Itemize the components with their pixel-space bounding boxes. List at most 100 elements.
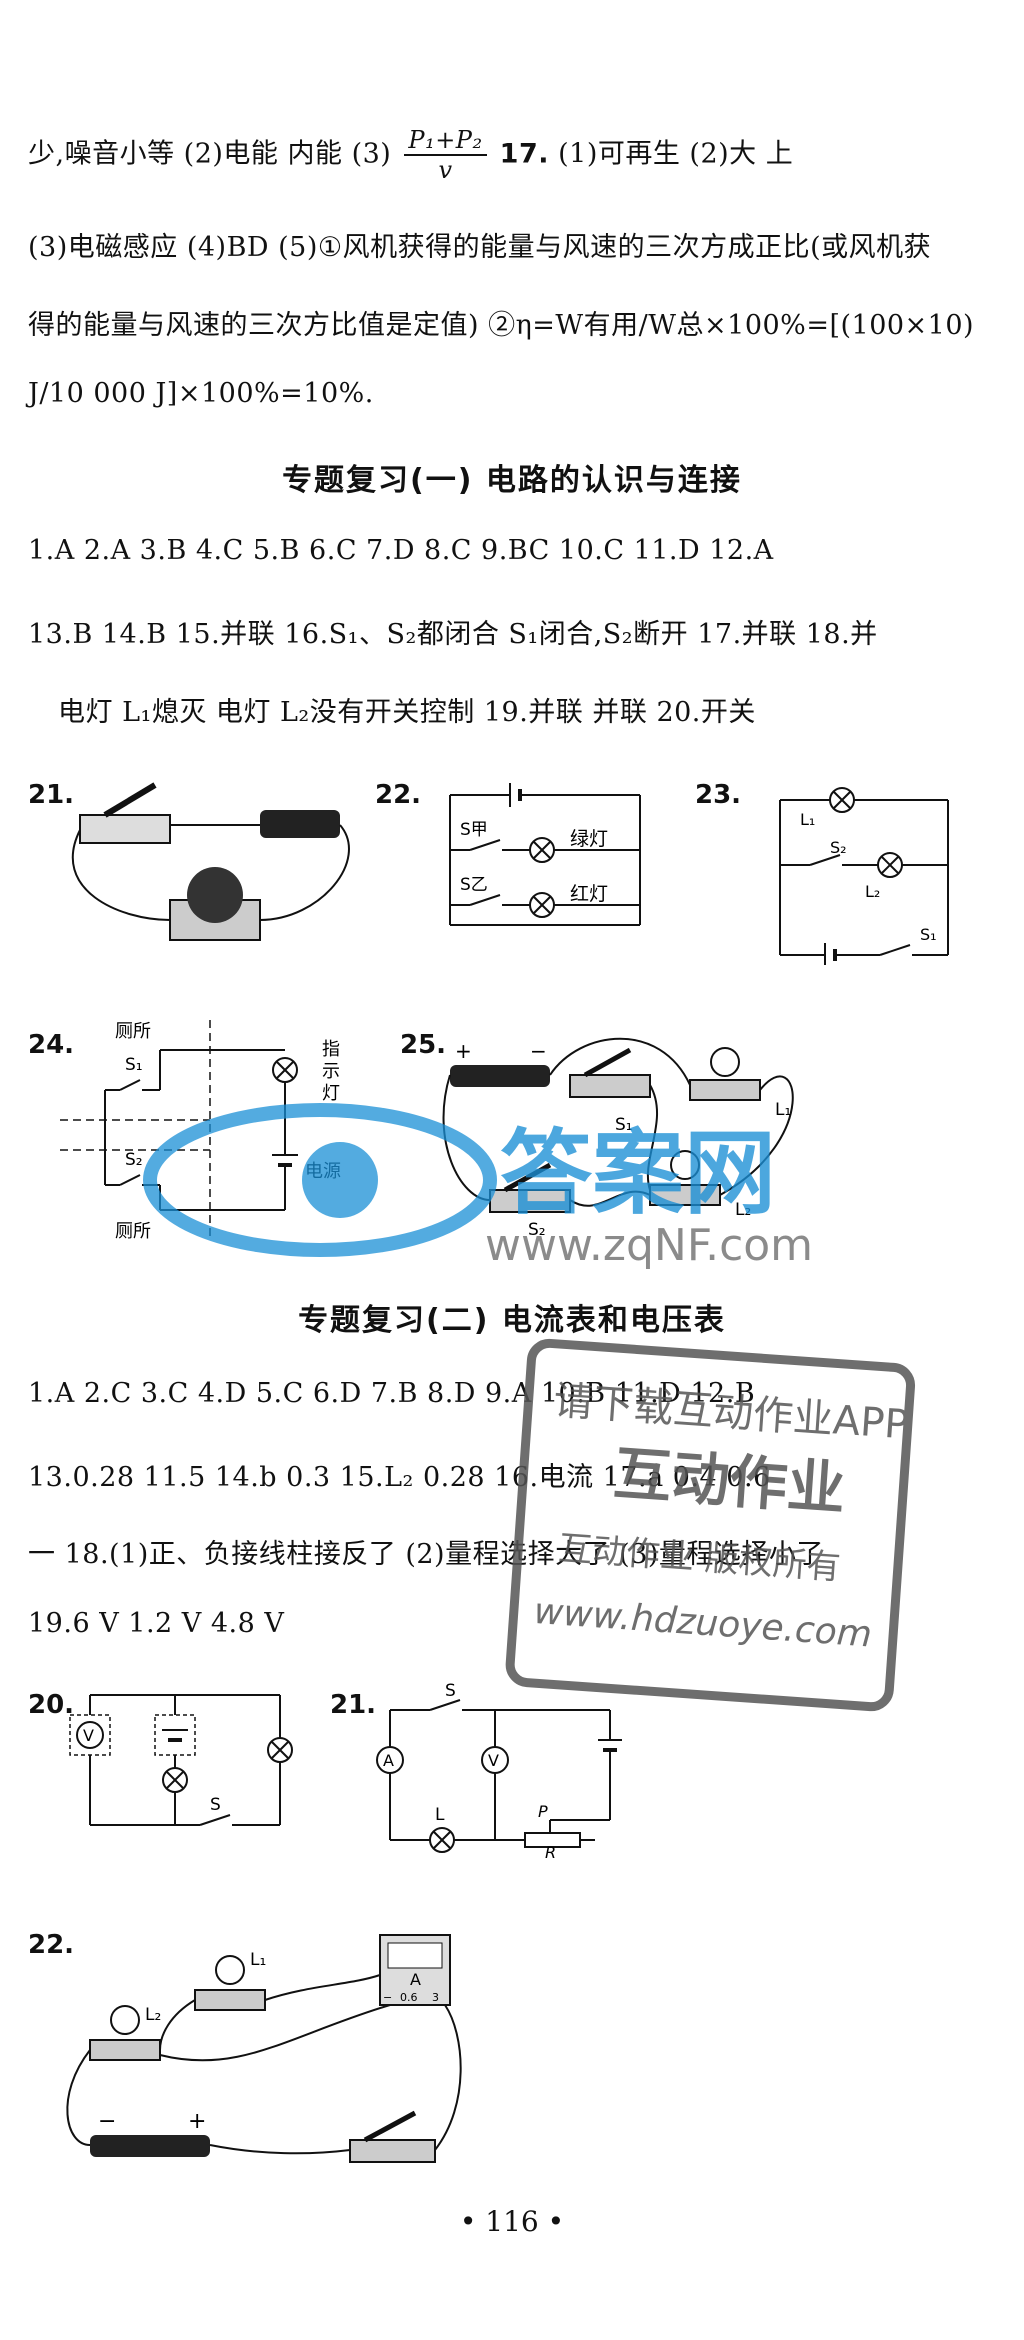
- switch-base: [79, 814, 171, 844]
- switch-s2: [119, 1174, 141, 1186]
- lamp-cross: [881, 856, 899, 874]
- switch-s1: [119, 1079, 141, 1091]
- s1-q25-number: 25.: [400, 1030, 447, 1060]
- lamp-l2-bulb: [110, 2005, 140, 2035]
- answer-line-1: 少,噪音小等 (2)电能 内能 (3) P₁+P₂ v 17. (1)可再生 (…: [28, 126, 793, 184]
- label-voltmeter: V: [488, 1751, 499, 1770]
- wire: [159, 1999, 196, 2051]
- ammeter-dial: [387, 1942, 443, 1969]
- s1-q22-number: 22.: [375, 780, 422, 810]
- label-ammeter-3: 3: [432, 1991, 439, 2004]
- fraction: P₁+P₂ v: [404, 126, 487, 184]
- label-s2: S₂: [125, 1150, 143, 1170]
- answer-line-1a: 少,噪音小等 (2)电能 内能 (3): [28, 138, 392, 170]
- switch-s2: [809, 854, 841, 866]
- label-ammeter-minus: −: [383, 1991, 392, 2004]
- label-s1: S₁: [125, 1055, 143, 1075]
- wire: [719, 1075, 794, 1196]
- answer-line-2: (3)电磁感应 (4)BD (5)①风机获得的能量与风速的三次方成正比(或风机获: [28, 232, 932, 263]
- stamp-line-3: 互动作业 版权所有: [557, 1529, 842, 1589]
- app-stamp-watermark: 请下载互动作业APP 互动作业 互动作业 版权所有 www.hdzuoye.co…: [505, 1338, 916, 1712]
- section-2-title: 专题复习(二) 电流表和电压表: [298, 1303, 726, 1338]
- label-battery-minus: −: [98, 2109, 116, 2134]
- fraction-numerator: P₁+P₂: [404, 126, 487, 156]
- eye-pupil-icon: [302, 1142, 378, 1218]
- section-1-row-1: 1.A 2.A 3.B 4.C 5.B 6.C 7.D 8.C 9.BC 10.…: [28, 535, 774, 566]
- s2-q20-circuit: V S: [69, 1694, 293, 1826]
- watermark-site-name: 答案网: [500, 1120, 776, 1227]
- label-plus: +: [455, 1039, 472, 1063]
- s1-q21-number: 21.: [28, 780, 75, 810]
- switch-s-yi: [469, 894, 501, 906]
- label-s2: S₂: [528, 1220, 546, 1240]
- motor: [187, 867, 243, 923]
- stamp-border: [505, 1338, 916, 1712]
- s2-q21-circuit: A V S L P R: [376, 1681, 622, 1860]
- wire: [159, 2004, 391, 2062]
- label-ammeter: A: [410, 1970, 421, 1989]
- lamp-l2-bulb: [670, 1150, 700, 1180]
- label-p: P: [538, 1802, 548, 1821]
- lamp-l1-base: [194, 1989, 266, 2011]
- switch-s2-lever: [503, 1162, 552, 1193]
- s1-q23-circuit: L₁ S₂ L₂ S₁: [779, 787, 949, 965]
- label-red-lamp: 红灯: [570, 883, 608, 905]
- stamp-line-2: 互动作业: [611, 1439, 847, 1523]
- label-ammeter: A: [383, 1751, 394, 1770]
- label-ammeter-06: 0.6: [400, 1991, 418, 2004]
- switch-base: [349, 2139, 436, 2163]
- s1-q22-circuit: S甲 S乙 绿灯 红灯: [449, 783, 641, 926]
- label-s-jia: S甲: [460, 820, 488, 840]
- label-l1: L₁: [250, 1950, 266, 1970]
- label-l1: L₁: [775, 1100, 791, 1120]
- section-2-row-2: 13.0.28 11.5 14.b 0.3 15.L₂ 0.28 16.电流 1…: [28, 1462, 771, 1493]
- wire: [569, 1190, 651, 1207]
- eye-logo-icon: [143, 1103, 497, 1257]
- wire: [434, 2004, 462, 2151]
- label-l2: L₂: [735, 1200, 751, 1220]
- lamp-cross: [166, 1771, 184, 1789]
- label-s1: S₁: [615, 1115, 633, 1135]
- switch-s1: [879, 944, 911, 956]
- section-2-row-4: 19.6 V 1.2 V 4.8 V: [28, 1608, 285, 1639]
- answer-line-1b: (1)可再生 (2)大 上: [558, 138, 794, 170]
- label-switch: S: [210, 1795, 221, 1815]
- section-2-row-1: 1.A 2.C 3.C 4.D 5.C 6.D 7.B 8.D 9.A 10.B…: [28, 1378, 756, 1409]
- label-l2: L₂: [145, 2005, 161, 2025]
- voltmeter: [481, 1746, 509, 1774]
- battery-pack: [450, 1065, 550, 1087]
- s2-q22-number: 22.: [28, 1930, 75, 1960]
- lamp-cross: [271, 1741, 289, 1759]
- s2-q20-number: 20.: [28, 1690, 75, 1720]
- battery: [260, 810, 340, 838]
- switch-s: [429, 1699, 461, 1711]
- watermark-site-url: www.zqNF.com: [485, 1220, 813, 1270]
- label-l2: L₂: [865, 882, 880, 901]
- label-s-yi: S乙: [460, 875, 488, 895]
- wire: [259, 824, 350, 921]
- section-1-row-2: 13.B 14.B 15.并联 16.S₁、S₂都闭合 S₁闭合,S₂断开 17…: [28, 619, 878, 650]
- voltmeter: [76, 1721, 104, 1749]
- s1-q25-circuit: + − L₁ S₁ S₂ L₂: [442, 1037, 794, 1240]
- lamp-cross: [276, 1061, 294, 1079]
- label-restroom-1: 厕所: [115, 1021, 151, 1042]
- label-s1: S₁: [920, 925, 937, 944]
- label-voltmeter: V: [83, 1726, 94, 1745]
- wire: [71, 829, 171, 921]
- label-minus: −: [530, 1039, 547, 1063]
- answer-line-4: J/10 000 J]×100%=10%.: [28, 378, 374, 409]
- s1-q23-number: 23.: [695, 780, 742, 810]
- label-l: L: [435, 1805, 445, 1825]
- battery-pack: [90, 2135, 210, 2157]
- question-number-17: 17.: [499, 138, 550, 170]
- label-r: R: [545, 1843, 556, 1860]
- section-1-row-3: 电灯 L₁熄灭 电灯 L₂没有开关控制 19.并联 并联 20.开关: [58, 697, 756, 728]
- label-indicator-lamp: 指示灯: [322, 1039, 340, 1104]
- label-s: S: [445, 1681, 456, 1701]
- answer-site-watermark: 答案网 www.zqNF.com: [143, 1103, 813, 1270]
- s2-q21-number: 21.: [330, 1690, 377, 1720]
- s1-q21-circuit: [71, 782, 350, 941]
- section-2-row-3: 一 18.(1)正、负接线柱接反了 (2)量程选择大了 (3)量程选择小了: [28, 1539, 824, 1570]
- switch-lever: [103, 782, 157, 818]
- wire: [646, 1084, 659, 1191]
